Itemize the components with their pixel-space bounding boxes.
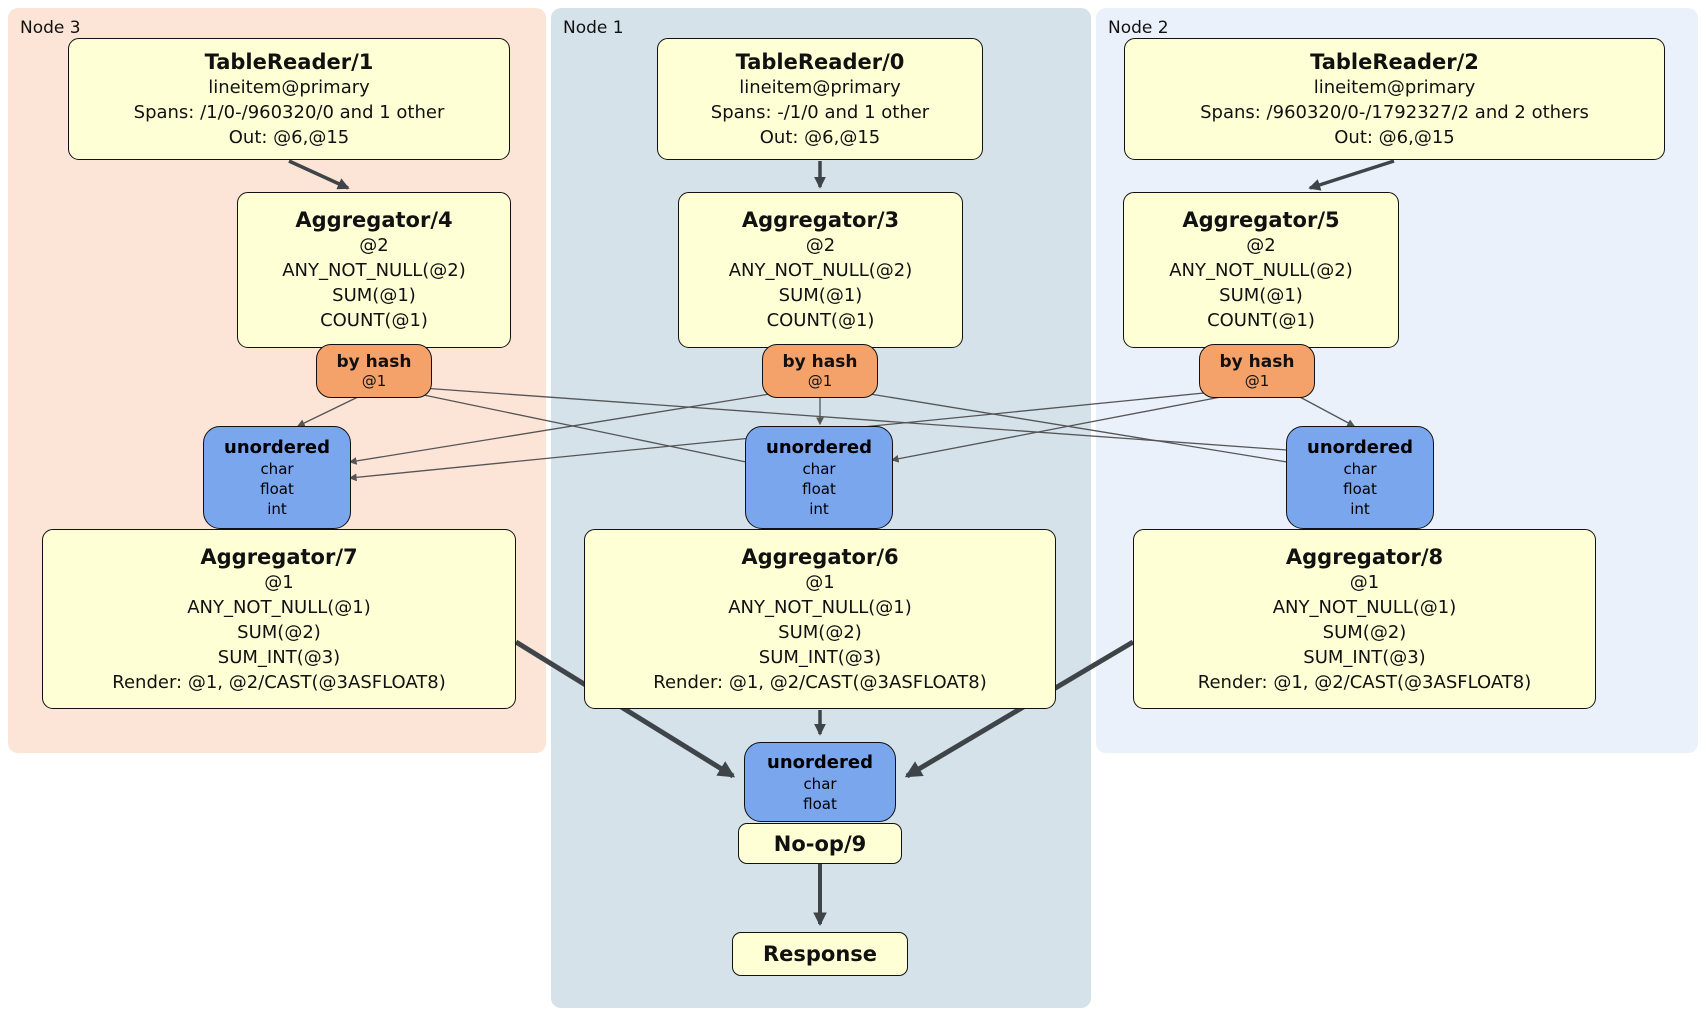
stream-title: unordered: [766, 437, 872, 458]
processor-line: SUM(@2): [778, 621, 862, 643]
processor-line: @1: [1349, 571, 1380, 593]
processor-line: Render: @1, @2/CAST(@3ASFLOAT8): [1197, 671, 1532, 693]
stream-col: float: [1343, 480, 1377, 498]
stream-col: char: [260, 460, 294, 478]
processor-line: Spans: /1/0-/960320/0 and 1 other: [133, 101, 445, 123]
processor-line: @2: [805, 235, 836, 256]
processor-line: Out: @6,@15: [759, 126, 881, 148]
processor-line: Spans: /960320/0-/1792327/2 and 2 others: [1200, 101, 1589, 123]
processor-line: Spans: -/1/0 and 1 other: [710, 101, 930, 123]
processor-title: Aggregator/8: [1285, 544, 1444, 569]
processor-line: COUNT(@1): [766, 310, 875, 331]
stream-col: int: [267, 500, 287, 518]
processor-line: ANY_NOT_NULL(@2): [728, 260, 913, 281]
processor-line: @1: [805, 571, 835, 593]
processor-line: SUM(@2): [237, 621, 321, 643]
processor-aggregator-8: Aggregator/8 @1 ANY_NOT_NULL(@1) SUM(@2)…: [1133, 529, 1596, 709]
node3-label: Node 3: [20, 18, 81, 38]
processor-line: COUNT(@1): [320, 310, 428, 331]
processor-line: lineitem@primary: [1313, 76, 1476, 98]
router-title: by hash: [782, 352, 858, 372]
processor-line: ANY_NOT_NULL(@1): [187, 596, 371, 618]
processor-line: SUM_INT(@3): [217, 646, 341, 668]
processor-line: Render: @1, @2/CAST(@3ASFLOAT8): [112, 671, 446, 693]
router-key: @1: [361, 372, 387, 390]
processor-response: Response: [732, 932, 908, 976]
processor-title: Aggregator/7: [200, 544, 358, 569]
processor-line: @1: [264, 571, 294, 593]
stream-unordered-final: unordered char float: [744, 742, 896, 822]
processor-title: Aggregator/4: [295, 208, 453, 232]
stream-title: unordered: [1307, 437, 1413, 458]
processor-line: ANY_NOT_NULL(@1): [728, 596, 912, 618]
processor-line: ANY_NOT_NULL(@2): [1169, 260, 1353, 281]
router-key: @1: [807, 372, 833, 390]
stream-col: float: [802, 480, 836, 498]
router-title: by hash: [336, 352, 412, 372]
processor-line: SUM_INT(@3): [1303, 646, 1426, 668]
processor-line: ANY_NOT_NULL(@1): [1272, 596, 1457, 618]
processor-title: TableReader/2: [1310, 49, 1479, 74]
stream-unordered-node1: unordered char float int: [745, 426, 893, 529]
processor-line: SUM(@1): [332, 285, 416, 306]
processor-noop-9: No-op/9: [738, 823, 902, 864]
router-by-hash-node2: by hash @1: [1199, 344, 1315, 398]
stream-unordered-node3: unordered char float int: [203, 426, 351, 529]
processor-line: ANY_NOT_NULL(@2): [282, 260, 466, 281]
processor-line: SUM(@2): [1322, 621, 1407, 643]
stream-unordered-node2: unordered char float int: [1286, 426, 1434, 529]
stream-title: unordered: [224, 437, 330, 458]
processor-tablereader-1: TableReader/1 lineitem@primary Spans: /1…: [68, 38, 510, 160]
router-title: by hash: [1219, 352, 1295, 372]
processor-aggregator-7: Aggregator/7 @1 ANY_NOT_NULL(@1) SUM(@2)…: [42, 529, 516, 709]
processor-line: lineitem@primary: [208, 76, 370, 98]
processor-line: Render: @1, @2/CAST(@3ASFLOAT8): [653, 671, 987, 693]
processor-aggregator-6: Aggregator/6 @1 ANY_NOT_NULL(@1) SUM(@2)…: [584, 529, 1056, 709]
processor-title: Aggregator/6: [741, 544, 899, 569]
processor-aggregator-4: Aggregator/4 @2 ANY_NOT_NULL(@2) SUM(@1)…: [237, 192, 511, 348]
stream-col: char: [802, 460, 836, 478]
processor-line: Out: @6,@15: [228, 126, 350, 148]
processor-line: COUNT(@1): [1207, 310, 1315, 331]
processor-aggregator-3: Aggregator/3 @2 ANY_NOT_NULL(@2) SUM(@1)…: [678, 192, 963, 348]
router-key: @1: [1244, 372, 1270, 390]
node1-label: Node 1: [563, 18, 624, 38]
processor-title: Aggregator/3: [741, 208, 900, 232]
stream-col: float: [260, 480, 294, 498]
processor-tablereader-0: TableReader/0 lineitem@primary Spans: -/…: [657, 38, 983, 160]
processor-line: SUM(@1): [1219, 285, 1303, 306]
stream-col: int: [809, 500, 829, 518]
node2-label: Node 2: [1108, 18, 1169, 38]
processor-title: TableReader/0: [735, 49, 905, 74]
processor-title: Aggregator/5: [1182, 208, 1340, 232]
processor-title: No-op/9: [773, 831, 867, 856]
processor-aggregator-5: Aggregator/5 @2 ANY_NOT_NULL(@2) SUM(@1)…: [1123, 192, 1399, 348]
router-by-hash-node3: by hash @1: [316, 344, 432, 398]
stream-col: int: [1350, 500, 1370, 518]
processor-line: SUM_INT(@3): [758, 646, 882, 668]
stream-col: float: [803, 794, 837, 813]
processor-title: TableReader/1: [204, 49, 374, 74]
router-by-hash-node1: by hash @1: [762, 344, 878, 398]
processor-line: lineitem@primary: [739, 76, 901, 98]
processor-tablereader-2: TableReader/2 lineitem@primary Spans: /9…: [1124, 38, 1665, 160]
processor-line: Out: @6,@15: [1334, 126, 1455, 148]
processor-line: @2: [359, 235, 389, 256]
stream-title: unordered: [767, 751, 873, 773]
processor-line: @2: [1246, 235, 1276, 256]
processor-line: SUM(@1): [778, 285, 863, 306]
stream-col: char: [803, 774, 837, 793]
processor-title: Response: [762, 942, 878, 966]
stream-col: char: [1343, 460, 1377, 478]
